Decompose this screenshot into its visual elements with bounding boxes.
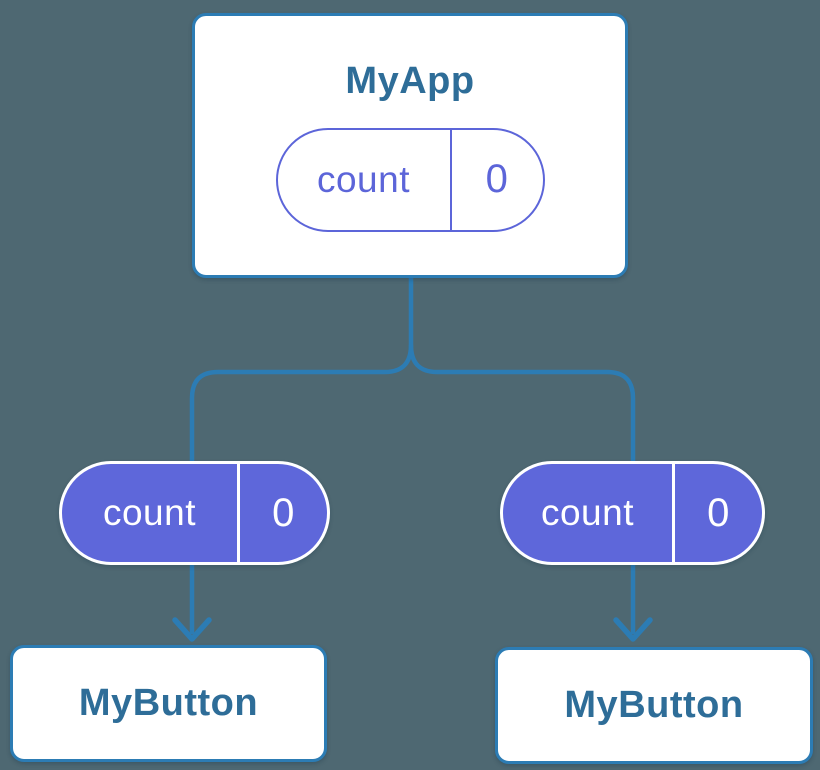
prop-pill-left-name: count — [62, 464, 240, 562]
state-pill-name: count — [278, 129, 452, 230]
arrow-left-head — [172, 617, 212, 642]
prop-pill-left: count 0 — [59, 461, 330, 565]
leaf-node-right-title: MyButton — [564, 683, 744, 726]
prop-pill-right: count 0 — [500, 461, 765, 565]
prop-pill-right-value: 0 — [707, 490, 730, 535]
leaf-node-mybutton-left: MyButton — [10, 645, 327, 762]
fork-left-line — [189, 344, 414, 462]
prop-pill-left-value: 0 — [272, 490, 295, 535]
root-node-title: MyApp — [345, 60, 475, 102]
leaf-node-mybutton-right: MyButton — [495, 647, 813, 764]
arrow-right-head — [613, 617, 653, 642]
state-pill-myapp: count 0 — [275, 127, 545, 232]
leaf-node-left-title: MyButton — [78, 681, 259, 724]
state-pill-value: 0 — [485, 157, 509, 202]
root-node-myapp: MyApp count 0 — [192, 13, 628, 278]
fork-right-line — [408, 344, 636, 462]
prop-pill-right-name: count — [503, 464, 675, 562]
